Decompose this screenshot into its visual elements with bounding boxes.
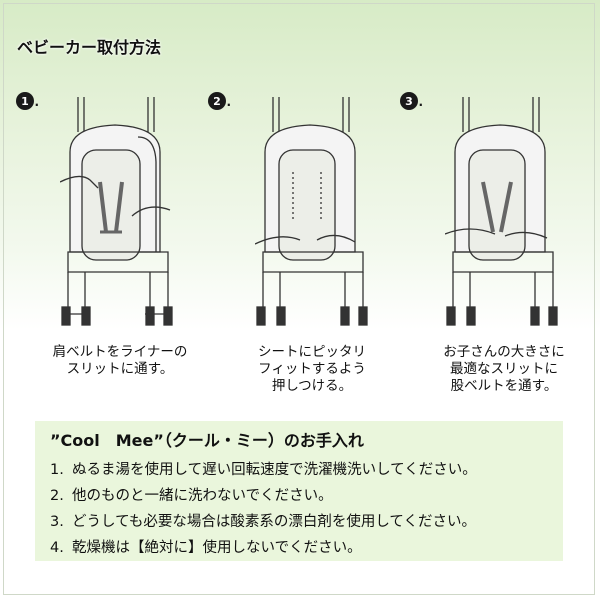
page-frame [3,3,595,595]
care-item-number: 1. [50,462,64,478]
care-item-text: どうしても必要な場合は酸素系の漂白剤を使用してください。 [72,514,476,530]
stroller-illustration-3 [445,97,558,326]
care-item-number: 4. [50,540,64,556]
care-item-number: 2. [50,488,64,504]
care-title: ”Cool Mee”（クール・ミー）のお手入れ [50,431,364,450]
care-item-text: ぬるま湯を使用して遅い回転速度で洗濯機洗いしてください。 [72,462,477,478]
care-list: 1. ぬるま湯を使用して遅い回転速度で洗濯機洗いしてください。 2. 他のものと一緒… [50,457,477,561]
step-3-number: 3 [400,92,423,110]
page-title: ベビーカー取付方法 [17,38,162,57]
step-1-caption: 肩ベルトをライナーの スリットに通す。 [52,344,188,377]
care-item: 1. ぬるま湯を使用して遅い回転速度で洗濯機洗いしてください。 [50,457,477,483]
care-item-text: 他のものと一緒に洗わないでください。 [72,488,333,504]
care-item: 4. 乾燥機は【絶対に】使用しないでください。 [50,535,477,561]
care-instructions-box: ”Cool Mee”（クール・ミー）のお手入れ 1. ぬるま湯を使用して遅い回転速… [35,421,563,561]
stroller-illustration-1 [60,97,173,326]
step-2-number: 2 [208,92,231,110]
care-item-number: 3. [50,514,64,530]
stroller-illustration-2 [255,97,368,326]
care-item: 3. どうしても必要な場合は酸素系の漂白剤を使用してください。 [50,509,477,535]
care-item: 2. 他のものと一緒に洗わないでください。 [50,483,477,509]
step-2-caption: シートにピッタリ フィットするよう 押しつける。 [258,344,366,394]
care-item-text: 乾燥機は【絶対に】使用しないでください。 [72,540,362,556]
step-1-number: 1 [16,92,39,110]
step-3-caption: お子さんの大きさに 最適なスリットに 股ベルトを通す。 [443,344,565,394]
